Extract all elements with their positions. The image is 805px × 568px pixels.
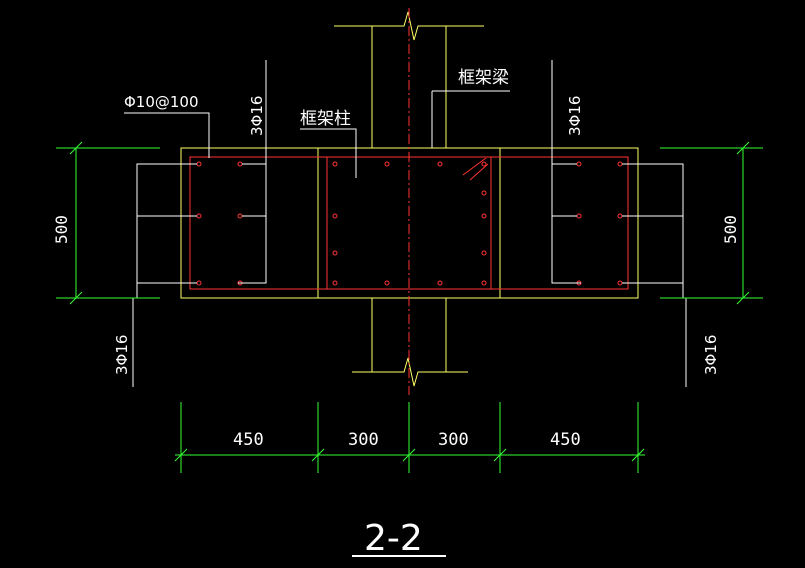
stirrup-hook-2 (469, 163, 489, 181)
dim-text-seg3: 300 (438, 430, 469, 450)
stirrup-leader (124, 112, 210, 158)
bottom-left-bar-leader (132, 297, 160, 387)
top-right-bar-leader (551, 60, 581, 284)
bottom-right-bar-leader (660, 297, 687, 387)
stirrup-label: Φ10@100 (124, 93, 199, 111)
top-left-bar-label: 3Φ16 (248, 96, 266, 136)
rebar-dot (332, 250, 338, 256)
rebar-dot (617, 280, 623, 286)
rebar-dot (617, 161, 623, 167)
rebar-dot (576, 213, 582, 219)
rebar-dot (196, 213, 202, 219)
left-side-leader (136, 163, 197, 298)
leader-lines (124, 60, 687, 387)
rebar-dot (237, 213, 243, 219)
dim-text-seg1: 450 (233, 430, 264, 450)
tick (402, 448, 416, 462)
rebar-dot (196, 161, 202, 167)
tick (631, 448, 645, 462)
rebar-dot (196, 280, 202, 286)
bottom-right-bar-label: 3Φ16 (702, 335, 720, 375)
rebar-dot (332, 213, 338, 219)
rebar-dot (576, 161, 582, 167)
rebar-dot (237, 161, 243, 167)
tick (311, 448, 325, 462)
rebar-dot (437, 161, 443, 167)
tick (493, 448, 507, 462)
stirrup-hook-1 (462, 157, 487, 176)
column-leader (300, 128, 357, 178)
right-side-leader (622, 163, 684, 298)
rebar-dot (384, 161, 390, 167)
tick (174, 448, 188, 462)
rebar-dot (384, 280, 390, 286)
left-height-dim-text: 500 (52, 215, 71, 244)
top-left-bar-leader (238, 60, 267, 284)
rebar-dot (332, 161, 338, 167)
rebar-dot (332, 280, 338, 286)
beam-label: 框架梁 (458, 68, 509, 88)
rebar-dot (481, 161, 487, 167)
tick (736, 141, 750, 155)
rebar-dot (437, 280, 443, 286)
lower-break-line (352, 357, 468, 387)
tick (736, 291, 750, 305)
rebar-dot (481, 280, 487, 286)
tick (69, 291, 83, 305)
dimension-lines (56, 141, 763, 473)
rebar-dot (481, 213, 487, 219)
bottom-left-bar-label: 3Φ16 (113, 335, 131, 375)
dim-text-seg2: 300 (348, 430, 379, 450)
section-title: 2-2 (364, 518, 423, 559)
column-label: 框架柱 (300, 109, 351, 129)
top-right-bar-label: 3Φ16 (566, 96, 584, 136)
dim-text-seg4: 450 (550, 430, 581, 450)
rebar-dot (617, 213, 623, 219)
rebar-dot (481, 190, 487, 196)
upper-break-line (334, 11, 484, 41)
rebar-dot (481, 250, 487, 256)
tick (69, 141, 83, 155)
right-height-dim-text: 500 (721, 215, 740, 244)
